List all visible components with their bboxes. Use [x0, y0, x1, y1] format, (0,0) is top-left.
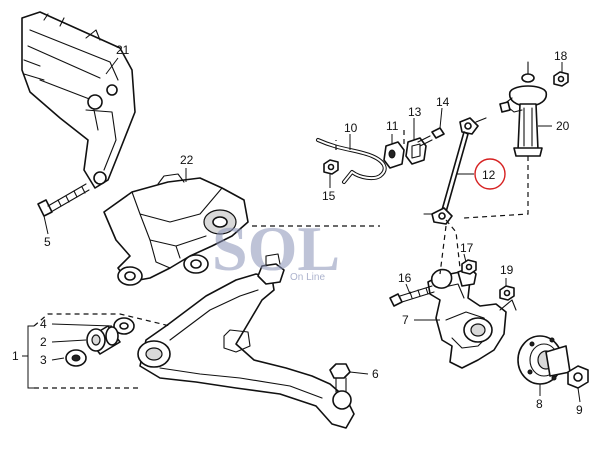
callout-7: 7 — [402, 313, 409, 327]
callout-19: 19 — [500, 263, 514, 277]
callout-22: 22 — [180, 153, 194, 167]
assembly-dashed-lines — [252, 130, 529, 275]
callout-4: 4 — [40, 317, 47, 331]
part-16-bolt — [389, 285, 435, 307]
callout-3: 3 — [40, 353, 47, 367]
part-12-stabilizer-link — [423, 117, 487, 225]
part-19-nut — [499, 285, 515, 301]
part-20-strut — [499, 61, 548, 157]
callout-18: 18 — [554, 49, 568, 63]
callout-10: 10 — [344, 121, 358, 135]
watermark-logo-text: SOL — [212, 213, 340, 284]
callout-11: 11 — [386, 119, 399, 133]
part-14-bolt — [417, 127, 445, 147]
callout-15: 15 — [322, 189, 336, 203]
callout-8: 8 — [536, 397, 543, 411]
highlight-circle-12 — [474, 158, 506, 190]
callout-5: 5 — [44, 235, 51, 249]
part-2-bushing — [86, 325, 121, 355]
part-8-wheel-hub — [517, 335, 571, 385]
part-15-nut — [323, 159, 339, 175]
part-18-nut — [553, 71, 569, 87]
part-10-stabilizer-bar — [316, 138, 387, 184]
leader-lines — [43, 57, 581, 403]
watermark-tagline: On Line — [290, 272, 325, 283]
callout-2: 2 — [40, 335, 47, 349]
callout-6: 6 — [372, 367, 379, 381]
callout-17: 17 — [460, 241, 474, 255]
part-7-steering-knuckle — [427, 267, 517, 369]
callout-9: 9 — [576, 403, 583, 417]
callout-labels: 21 22 5 4 2 1 3 6 10 11 13 14 15 18 20 1… — [12, 43, 583, 417]
part-9-hub-nut — [567, 365, 589, 389]
part-13-clamp — [405, 137, 427, 165]
part-6-ball-joint — [329, 363, 352, 410]
bracket-part-1 — [22, 313, 171, 389]
part-3-bushing — [65, 349, 87, 367]
sol-watermark-logo: SOL On Line — [212, 213, 340, 284]
part-17-nut — [461, 259, 477, 275]
callout-21: 21 — [116, 43, 130, 57]
part-1-control-arm — [137, 253, 355, 429]
part-11-stabilizer-bush — [383, 141, 405, 169]
callout-16: 16 — [398, 271, 412, 285]
callout-14: 14 — [436, 95, 450, 109]
callout-13: 13 — [408, 105, 422, 119]
part-21-subframe-rail — [21, 11, 136, 189]
callout-12: 12 — [482, 168, 496, 182]
part-5-bolt — [37, 183, 90, 217]
part-4-bushing — [113, 317, 135, 335]
callout-1: 1 — [12, 349, 19, 363]
part-22-mount-bracket — [103, 173, 249, 286]
callout-20: 20 — [556, 119, 570, 133]
